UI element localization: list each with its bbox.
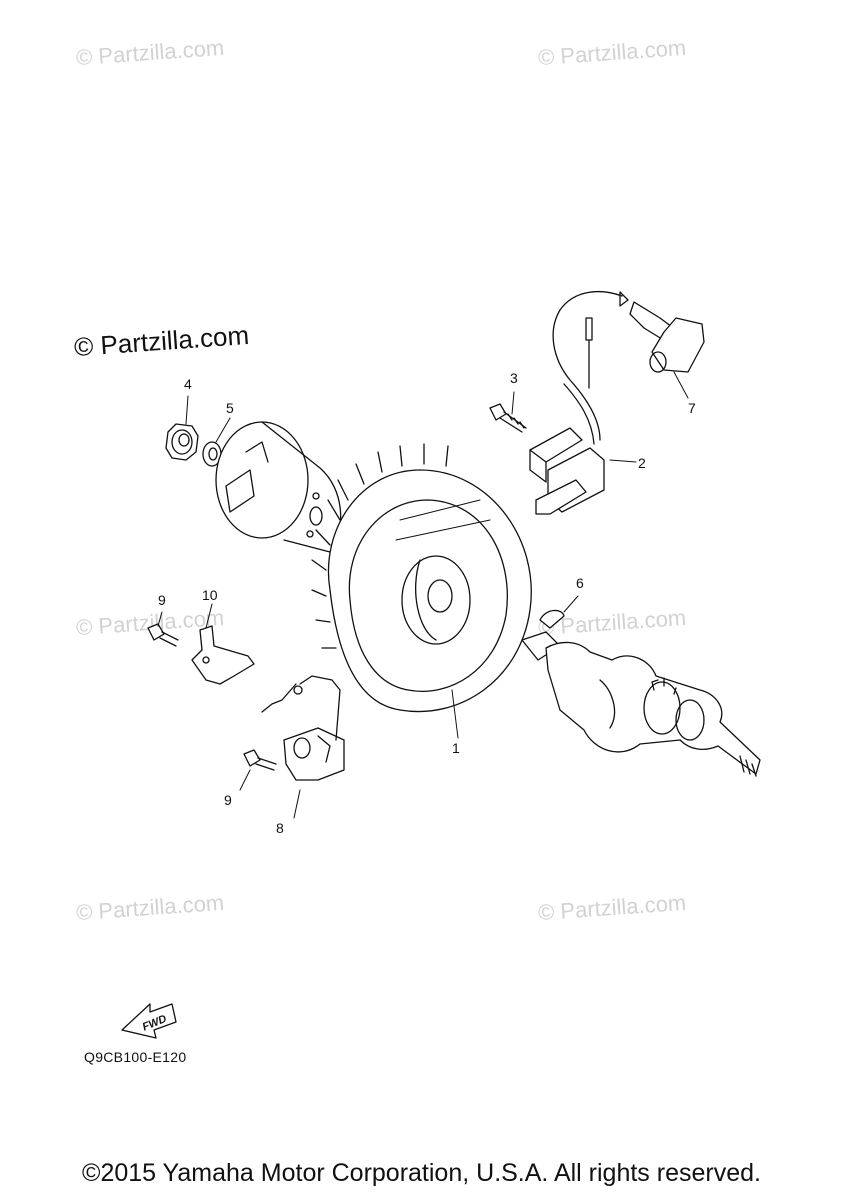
callout-10: 10: [202, 587, 218, 603]
washer-part-5[interactable]: [202, 441, 222, 467]
callout-6: 6: [576, 575, 584, 591]
callout-2: 2: [638, 455, 646, 471]
callout-3: 3: [510, 370, 518, 386]
fwd-arrow-icon: FWD: [121, 1003, 177, 1039]
callout-1: 1: [452, 740, 460, 756]
copyright-notice: ©2015 Yamaha Motor Corporation, U.S.A. A…: [82, 1159, 761, 1187]
crankshaft: [521, 631, 761, 777]
ignition-coil-part-2[interactable]: [529, 290, 637, 515]
bolt-part-3[interactable]: [489, 391, 527, 433]
callout-9-lower: 9: [224, 792, 232, 808]
spark-plug-cap-part-7[interactable]: [619, 291, 705, 399]
nut-part-4[interactable]: [165, 423, 199, 461]
screw-part-9-upper[interactable]: [147, 611, 179, 647]
pulser-coil-part-8[interactable]: [261, 675, 345, 819]
flywheel-cup: [215, 421, 342, 553]
callout-5: 5: [226, 400, 234, 416]
woodruff-key-part-6[interactable]: [539, 595, 579, 629]
callout-9-upper: 9: [158, 592, 166, 608]
callout-8: 8: [276, 820, 284, 836]
screw-part-9-lower[interactable]: [239, 749, 277, 791]
flywheel-part-1[interactable]: [311, 443, 532, 739]
diagram-code: Q9CB100-E120: [84, 1049, 187, 1065]
callout-4: 4: [184, 376, 192, 392]
callout-7: 7: [688, 400, 696, 416]
bracket-part-10[interactable]: [191, 603, 255, 685]
